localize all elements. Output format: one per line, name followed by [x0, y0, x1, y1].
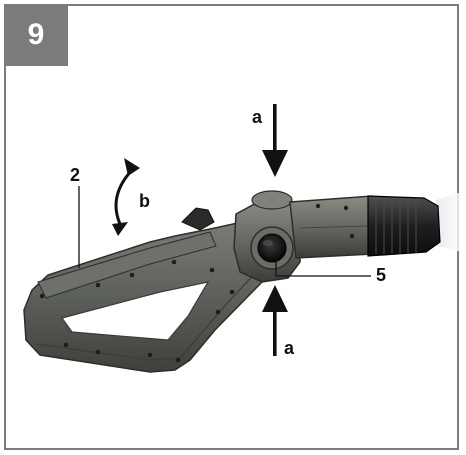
- grip-band: [37, 231, 217, 299]
- arrow-a-top: [262, 104, 288, 177]
- callout-part-2: 2: [70, 165, 81, 185]
- callout-a-bottom: a: [284, 338, 295, 358]
- figure-number: 9: [27, 18, 45, 51]
- handle-rim: [35, 265, 263, 361]
- callout-part-5: 5: [376, 265, 387, 285]
- callout-a-top: a: [252, 107, 263, 127]
- arrow-b-rotation: [112, 158, 140, 236]
- handle-cutout: [61, 281, 210, 341]
- release-button: [257, 233, 287, 263]
- arrow-a-bottom: [262, 285, 288, 356]
- nozzle: [367, 195, 441, 257]
- callout-b: b: [139, 191, 150, 211]
- nozzle-glow: [436, 192, 462, 252]
- handle-screws: [39, 259, 235, 363]
- pivot-collar: [251, 190, 293, 210]
- leader-5: [275, 258, 362, 277]
- switch-button: [181, 207, 215, 231]
- nozzle-ribs: [375, 198, 417, 254]
- figure-number-badge: 9: [4, 4, 68, 66]
